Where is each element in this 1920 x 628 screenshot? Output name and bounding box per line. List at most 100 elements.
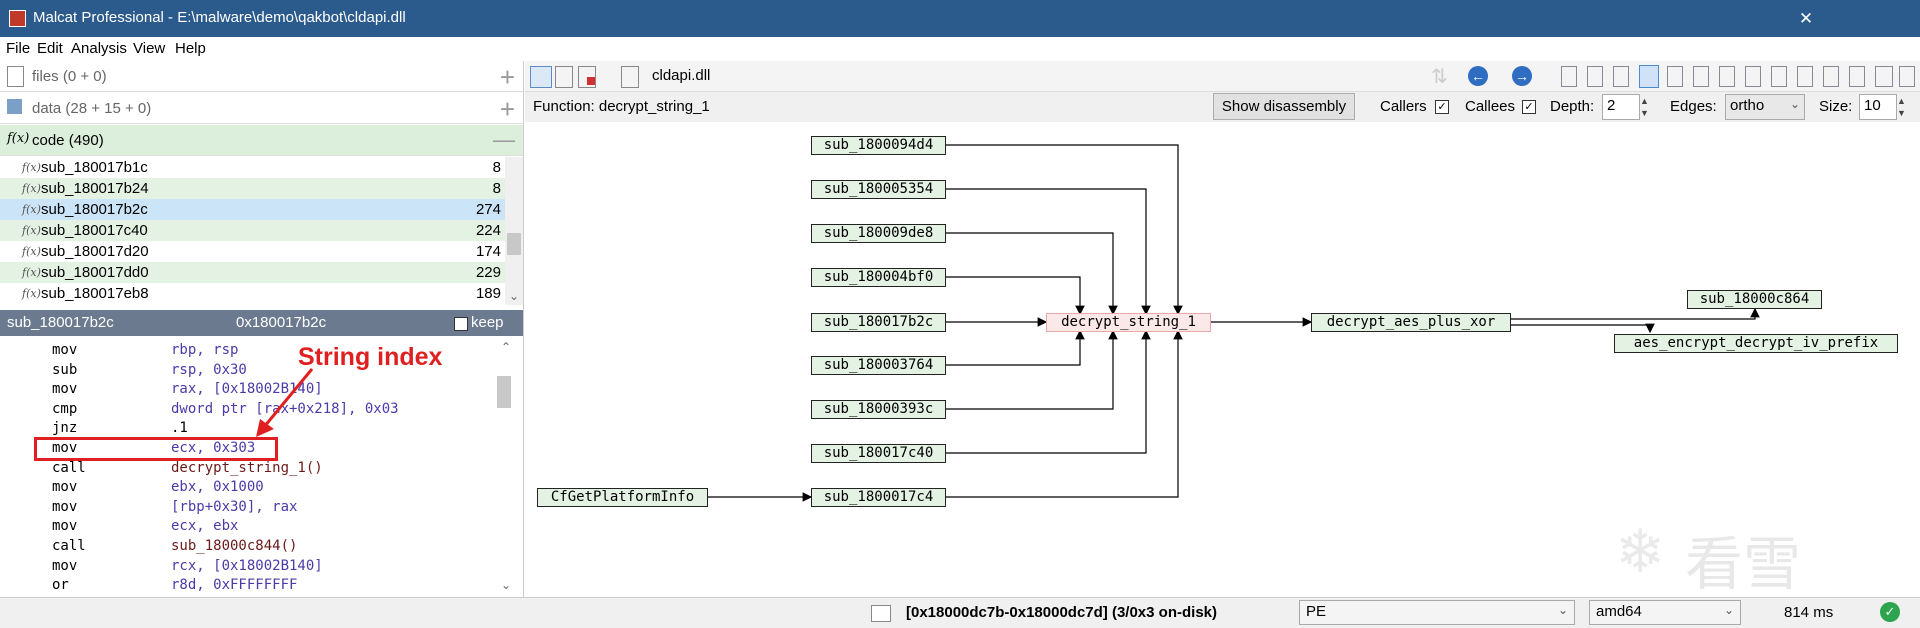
function-icon: f(x) — [22, 161, 41, 174]
status-bar: [0x18000dc7b-0x18000dc7d] (3/0x3 on-disk… — [0, 597, 1920, 628]
asm-operands: .1 — [171, 420, 188, 437]
tool-icon-13[interactable] — [1875, 66, 1893, 87]
format-select[interactable]: PE ⌄ — [1299, 600, 1575, 625]
menu-file[interactable]: File — [6, 40, 31, 57]
ok-check-icon: ✓ — [1880, 602, 1900, 622]
keep-checkbox[interactable] — [454, 317, 468, 331]
watermark: 看雪 — [1685, 530, 1802, 598]
asm-mnemonic: mov — [52, 498, 78, 515]
asm-mnemonic: mov — [52, 557, 78, 574]
expand-plus-icon[interactable]: + — [499, 94, 515, 124]
size-spin-arrows[interactable]: ▲▼ — [1897, 96, 1906, 118]
section-code[interactable]: f(x) code (490) — — [0, 125, 523, 156]
function-icon: f(x) — [7, 131, 30, 146]
section-files[interactable]: files (0 + 0) + — [0, 61, 523, 92]
graph-edges — [708, 144, 1760, 502]
minimize-button[interactable] — [1694, 0, 1750, 37]
tool-icon-2[interactable] — [1587, 66, 1603, 87]
graph-node-caller[interactable]: sub_180003764 — [811, 356, 946, 375]
graph-node-caller[interactable]: CfGetPlatformInfo — [537, 488, 708, 507]
asm-mnemonic: call — [52, 459, 86, 476]
asm-operands: sub_18000c844() — [171, 538, 298, 554]
depth-spin-arrows[interactable]: ▲▼ — [1640, 96, 1649, 118]
function-icon: f(x) — [22, 266, 41, 279]
back-view-icon[interactable] — [530, 66, 552, 88]
win-close[interactable]: ✕ — [1798, 9, 1814, 28]
function-bar: Function: decrypt_string_1 Show disassem… — [525, 92, 1920, 122]
menu-analysis[interactable]: Analysis — [71, 40, 127, 57]
tool-icon-9[interactable] — [1771, 66, 1787, 87]
asm-mnemonic: mov — [52, 342, 78, 358]
asm-mnemonic: cmp — [52, 400, 78, 417]
document-icon[interactable] — [621, 66, 639, 88]
depth-spinner[interactable]: 2 — [1602, 94, 1640, 120]
function-icon: f(x) — [22, 203, 41, 216]
disasm-scrollbar[interactable]: ⌃ ⌄ — [497, 340, 515, 597]
menu-edit[interactable]: Edit — [37, 40, 63, 57]
asm-operands: rbp, rsp — [171, 342, 239, 358]
view-toolbar: cldapi.dll ⇅ ← → — [525, 61, 1920, 92]
tool-icon-1[interactable] — [1561, 66, 1577, 87]
tool-icon-10[interactable] — [1797, 66, 1813, 87]
window-title: Malcat Professional - E:\malware\demo\qa… — [33, 9, 406, 26]
chevron-down-icon: ⌄ — [1557, 603, 1568, 617]
graph-node-callee[interactable]: decrypt_aes_plus_xor — [1311, 313, 1511, 332]
show-disassembly-button[interactable]: Show disassembly — [1213, 93, 1355, 120]
page-close-icon[interactable] — [578, 66, 596, 88]
function-icon: f(x) — [22, 182, 41, 195]
graph-node-caller[interactable]: sub_1800094d4 — [811, 136, 946, 155]
size-spinner[interactable]: 10 — [1859, 94, 1897, 120]
graph-node-caller[interactable]: sub_18000393c — [811, 400, 946, 419]
tool-icon-12[interactable] — [1849, 66, 1865, 87]
graph-view-icon[interactable] — [1639, 65, 1659, 88]
snowflake-icon: ❄ — [1615, 518, 1666, 585]
tool-icon-14[interactable] — [1899, 66, 1915, 87]
section-data[interactable]: data (28 + 15 + 0) + — [0, 93, 523, 124]
tool-icon-5[interactable] — [1667, 66, 1683, 87]
menu-help[interactable]: Help — [175, 40, 206, 57]
tool-icon-11[interactable] — [1823, 66, 1839, 87]
graph-node-caller[interactable]: sub_1800017c4 — [811, 488, 946, 507]
graph-node-caller[interactable]: sub_180005354 — [811, 180, 946, 199]
app-icon — [9, 10, 26, 27]
tab-title[interactable]: cldapi.dll — [652, 67, 711, 84]
expand-plus-icon[interactable]: + — [499, 62, 515, 92]
asm-mnemonic: mov — [52, 440, 78, 456]
graph-node-caller[interactable]: sub_180009de8 — [811, 224, 946, 243]
graph-node-caller[interactable]: sub_180004bf0 — [811, 268, 946, 287]
disasm-header: sub_180017b2c 0x180017b2c keep — [0, 310, 523, 336]
arch-select[interactable]: amd64 ⌄ — [1589, 600, 1741, 625]
nav-back-icon[interactable]: ← — [1468, 66, 1488, 86]
tool-icon-6[interactable] — [1693, 66, 1709, 87]
graph-node-center[interactable]: decrypt_string_1 — [1046, 313, 1211, 332]
graph-node-callee[interactable]: sub_18000c864 — [1687, 290, 1822, 309]
asm-mnemonic: call — [52, 538, 86, 554]
graph-node-caller[interactable]: sub_180017b2c — [811, 313, 946, 332]
collapse-minus-icon[interactable]: — — [493, 127, 515, 152]
page-icon[interactable] — [555, 66, 573, 88]
function-icon: f(x) — [22, 287, 41, 300]
asm-operands: decrypt_string_1() — [171, 459, 323, 476]
sort-icon[interactable]: ⇅ — [1431, 66, 1448, 88]
function-icon: f(x) — [22, 245, 41, 258]
function-list-scrollbar[interactable]: ⌄ — [505, 157, 523, 305]
tool-icon-7[interactable] — [1719, 66, 1735, 87]
tool-icon-8[interactable] — [1745, 66, 1761, 87]
edges-select[interactable]: ortho ⌄ — [1725, 94, 1805, 120]
nav-forward-icon[interactable]: → — [1512, 66, 1532, 86]
menu-view[interactable]: View — [133, 40, 166, 57]
callees-checkbox[interactable]: ✓ — [1522, 100, 1536, 114]
graph-node-callee[interactable]: aes_encrypt_decrypt_iv_prefix — [1614, 334, 1898, 353]
graph-node-caller[interactable]: sub_180017c40 — [811, 444, 946, 463]
callers-checkbox[interactable]: ✓ — [1435, 100, 1449, 114]
tool-icon-3[interactable] — [1613, 66, 1629, 87]
